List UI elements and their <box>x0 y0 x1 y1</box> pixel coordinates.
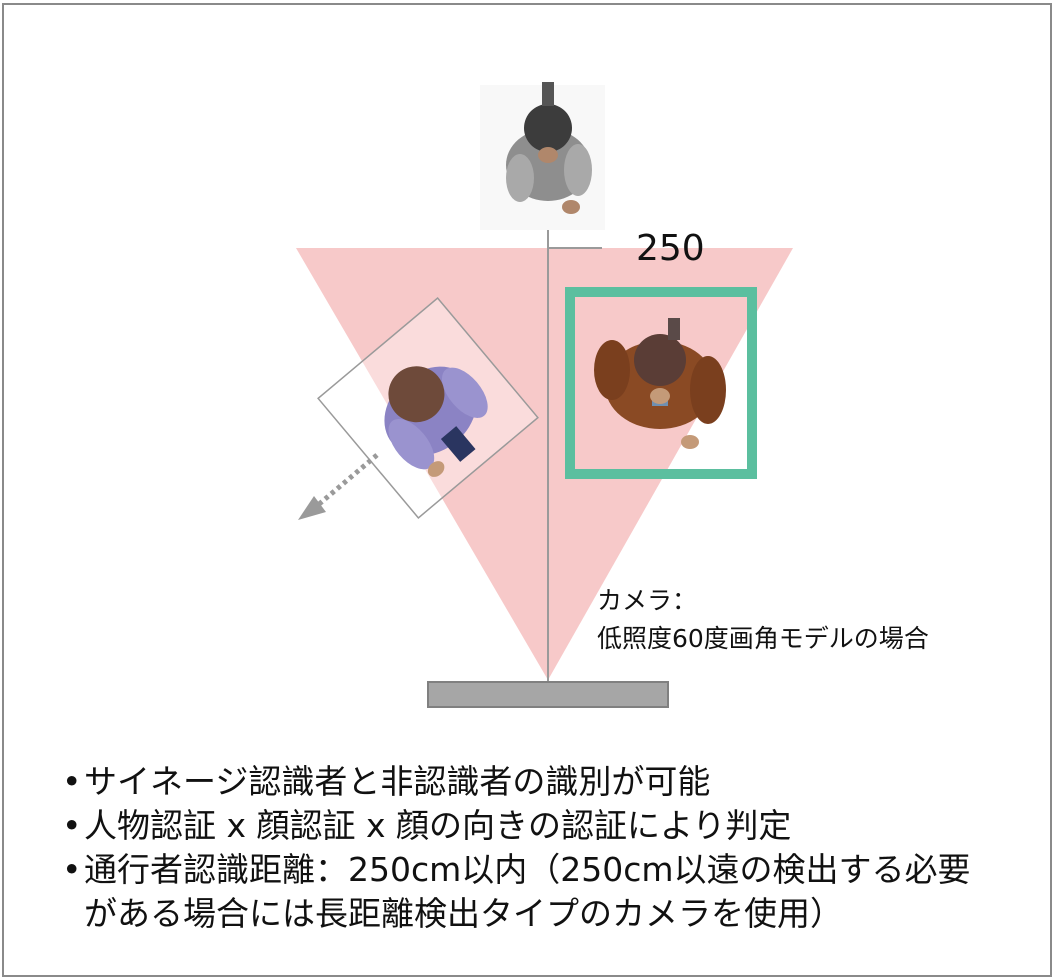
feature-bullet-list: • サイネージ認識者と非認識者の識別が可能 • 人物認証 x 顔認証 x 顔の向… <box>62 760 971 936</box>
bullet-icon: • <box>62 806 82 845</box>
camera-icon <box>427 681 669 708</box>
bullet-text-continuation: がある場合には長距離検出タイプのカメラを使用） <box>84 894 843 933</box>
list-item: • 人物認証 x 顔認証 x 顔の向きの認証により判定 <box>62 804 971 848</box>
list-item: • サイネージ認識者と非認識者の識別が可能 <box>62 760 971 804</box>
camera-annotation-title: カメラ： <box>597 586 698 615</box>
camera-annotation-model: 低照度60度画角モデルの場合 <box>597 624 929 653</box>
bullet-icon: • <box>62 850 82 889</box>
person-top-view-icon <box>480 82 605 230</box>
camera-annotation: カメラ： 低照度60度画角モデルの場合 <box>597 582 929 658</box>
detection-box <box>565 287 757 479</box>
person-top-view-icon <box>594 318 726 449</box>
bullet-icon: • <box>62 762 82 801</box>
distance-label: 250 <box>636 228 705 269</box>
bullet-text: 通行者認識距離：250cm以内（250cm以遠の検出する必要 <box>84 850 971 889</box>
bullet-text: サイネージ認識者と非認識者の識別が可能 <box>84 762 711 801</box>
list-item: • 通行者認識距離：250cm以内（250cm以遠の検出する必要 がある場合には… <box>62 848 971 936</box>
bullet-text: 人物認証 x 顔認証 x 顔の向きの認証により判定 <box>84 806 792 845</box>
arrow-down-left-icon <box>298 453 379 520</box>
person-top-view-icon <box>317 297 539 519</box>
